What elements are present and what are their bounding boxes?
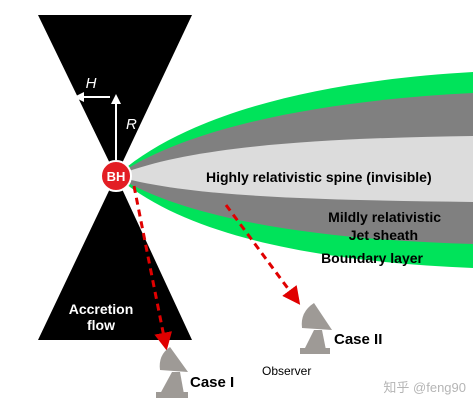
observer-label: Observer [262,364,311,378]
radius-symbol: R [126,116,137,133]
sightline-case2 [224,204,301,305]
height-symbol: H [86,75,97,92]
sheath-label-line2: Jet sheath [349,227,418,243]
black-hole-label: BH [107,169,126,184]
boundary-label: Boundary layer [321,250,423,266]
case1-label: Case I [190,374,234,391]
accretion-label-line2: flow [87,317,115,333]
jet-spine [116,136,473,202]
observer-dish-case1-icon [156,347,188,398]
spine-label: Highly relativistic spine (invisible) [206,169,432,185]
accretion-flow-lower [38,176,192,340]
sheath-label-line1: Mildly relativistic [328,209,441,225]
sightline-case1 [132,185,173,351]
watermark: 知乎 @feng90 [383,380,466,395]
observer-dish-case2-icon [300,303,332,354]
black-hole [100,160,132,192]
case2-label: Case II [334,331,382,348]
accretion-label-line1: Accretion [69,301,134,317]
